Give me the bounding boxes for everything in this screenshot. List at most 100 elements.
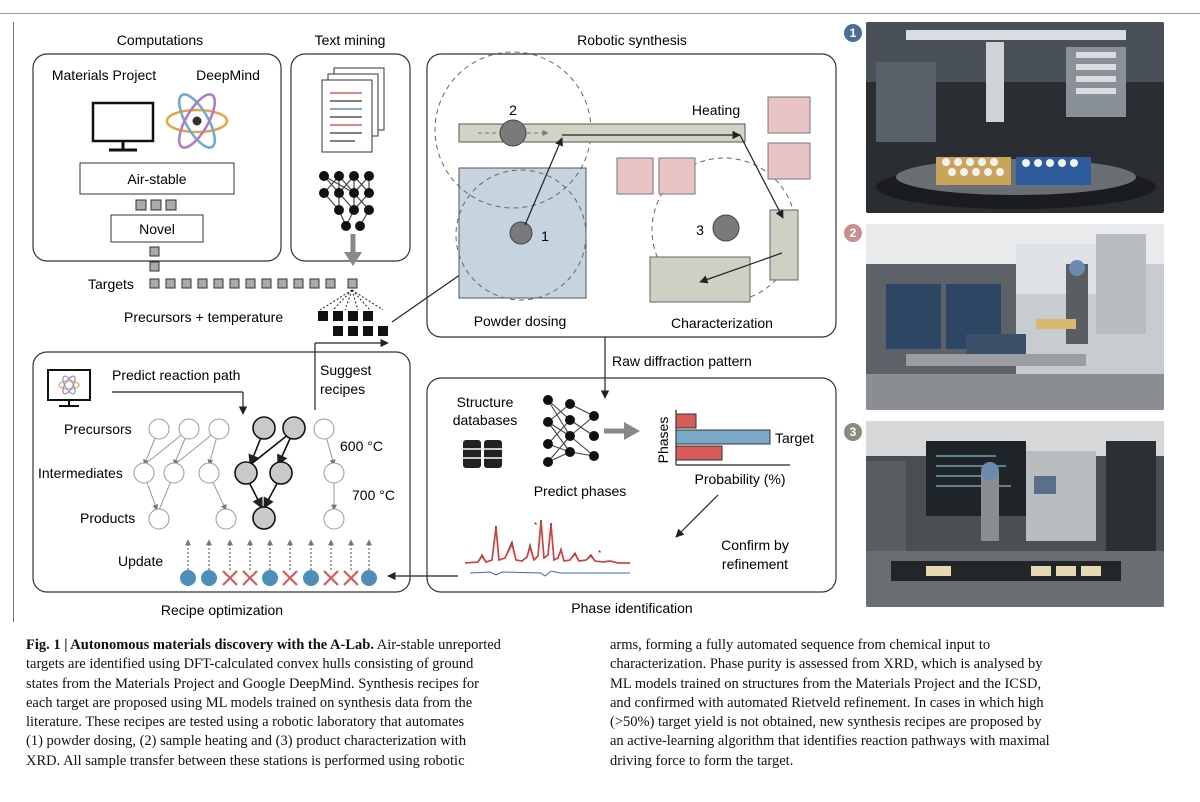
photo-1-badge: 1: [844, 24, 862, 42]
targets-label: Targets: [88, 276, 134, 292]
station-1-label: 1: [541, 228, 549, 244]
text-mining-title: Text mining: [315, 32, 386, 48]
phase-neural-network-icon: [543, 395, 599, 467]
probability-axis-label: Probability (%): [694, 471, 785, 487]
air-stable-box: [79, 162, 235, 195]
reaction-tree: [133, 416, 345, 530]
products-label: Products: [80, 510, 135, 526]
precursors-label: Precursors: [64, 421, 132, 437]
caption-left-line-6: XRD. All sample transfer between these s…: [26, 752, 465, 769]
rail: [458, 123, 746, 143]
caption-right-line-3: and confirmed with automated Rietveld re…: [610, 694, 1044, 711]
refinement-label: refinement: [722, 556, 788, 572]
robot-arm-1: [509, 221, 533, 245]
structure-label: Structure: [457, 394, 514, 410]
sample-prep-station: [649, 256, 751, 303]
novel-box: [110, 214, 204, 243]
update-arrows: [185, 539, 372, 570]
target-bar-label: Target: [775, 430, 814, 446]
small-monitor-icon: [47, 369, 91, 407]
down-arrow-head: [344, 252, 362, 266]
filter-squares: [135, 199, 177, 211]
phase-bar-3: [675, 445, 723, 461]
robotic-synthesis-panel: [426, 53, 837, 338]
station-3-label: 3: [696, 222, 704, 238]
caption-right-line-0: arms, forming a fully automated sequence…: [610, 637, 991, 653]
phase-bar-target: [675, 429, 771, 445]
characterization-label: Characterization: [671, 315, 773, 331]
materials-project-label: Materials Project: [52, 67, 156, 83]
neural-network-icon: [319, 171, 374, 231]
suggest-label: Suggest: [320, 362, 371, 378]
novel-label: Novel: [139, 221, 175, 237]
svg-text:*: *: [598, 549, 601, 558]
station-2-label: 2: [509, 102, 517, 118]
phase-identification-panel: [426, 377, 837, 593]
caption-left-line-5: (1) powder dosing, (2) sample heating an…: [26, 733, 467, 750]
raw-diffraction-label: Raw diffraction pattern: [612, 353, 752, 369]
photo-characterization: [866, 421, 1164, 607]
top-rule: [0, 13, 1200, 14]
svg-text:*: *: [534, 521, 537, 530]
robotic-synthesis-title: Robotic synthesis: [577, 32, 687, 48]
photo-furnaces: [866, 224, 1164, 410]
synthesis-flow-arrows: [524, 130, 784, 284]
deepmind-label: DeepMind: [196, 67, 260, 83]
predict-reaction-path-label: Predict reaction path: [112, 367, 240, 383]
left-rule: [13, 22, 14, 622]
confirm-arrow: [675, 494, 719, 538]
phase-bar-chart: Phases Target Probability (%): [655, 410, 814, 487]
photo-3-badge: 3: [844, 423, 862, 441]
caption-left-line-3: each target are proposed using ML models…: [26, 694, 473, 711]
photo-2-badge: 2: [844, 224, 862, 242]
update-label: Update: [118, 553, 163, 569]
caption-right-line-4: (>50%) target yield is not obtained, new…: [610, 714, 1042, 731]
predict-phases-label: Predict phases: [534, 483, 627, 499]
phases-axis-label: Phases: [655, 417, 671, 464]
documents-icon: [321, 67, 385, 153]
update-results: [180, 570, 377, 586]
temp-700-label: 700 °C: [352, 487, 395, 503]
caption-left: Fig. 1 | Autonomous materials discovery …: [26, 636, 586, 771]
photo-robotic-lab: [866, 22, 1164, 213]
precursor-blocks: [318, 311, 388, 336]
recipe-optimization-title: Recipe optimization: [161, 602, 283, 618]
caption-left-line-2: states from the Materials Project and Go…: [26, 675, 480, 692]
robot-arm-3: [712, 214, 740, 242]
caption-left-line-0: Air-stable unreported: [373, 637, 501, 653]
phase-arrow-head: [624, 422, 640, 440]
caption-right-line-5: an active-learning algorithm that identi…: [610, 733, 1050, 750]
air-stable-label: Air-stable: [127, 171, 186, 187]
computations-title: Computations: [117, 32, 203, 48]
recipe-optimization-panel: [32, 351, 411, 593]
database-icon: [463, 440, 502, 468]
fanout-lines: [319, 289, 384, 311]
caption-left-line-4: literature. These recipes are tested usi…: [26, 714, 465, 731]
caption-right: arms, forming a fully automated sequence…: [610, 636, 1180, 771]
atom-icon: [165, 93, 229, 149]
heating-label: Heating: [692, 102, 740, 118]
recipes-label: recipes: [320, 381, 365, 397]
furnaces: [616, 96, 811, 195]
computations-panel: [32, 53, 282, 262]
confirm-label: Confirm by: [721, 537, 789, 553]
databases-label: databases: [453, 412, 518, 428]
schematic-figure: Computations Text mining Robotic synthes…: [32, 32, 837, 618]
caption-right-line-1: characterization. Phase purity is assess…: [610, 656, 1043, 673]
intermediates-label: Intermediates: [38, 465, 123, 481]
caption-right-line-2: ML models trained on structures from the…: [610, 675, 1042, 692]
caption-right-line-6: driving force to form the target.: [610, 752, 794, 769]
phase-bar-1: [675, 413, 697, 429]
target-squares: [149, 246, 358, 289]
monitor-icon: [91, 101, 155, 152]
xrd-station: [769, 209, 799, 281]
caption-left-line-1: targets are identified using DFT-calcula…: [26, 656, 474, 673]
phase-identification-title: Phase identification: [571, 600, 692, 616]
xrd-pattern: * *: [464, 519, 630, 577]
robot-reach-1: [455, 169, 587, 301]
temp-600-label: 600 °C: [340, 438, 383, 454]
robot-arm-2: [499, 119, 527, 147]
precursors-temperature-label: Precursors + temperature: [124, 309, 283, 325]
figure-label: Fig. 1 | Autonomous materials discovery …: [26, 637, 374, 653]
powder-dosing-label: Powder dosing: [474, 313, 567, 329]
